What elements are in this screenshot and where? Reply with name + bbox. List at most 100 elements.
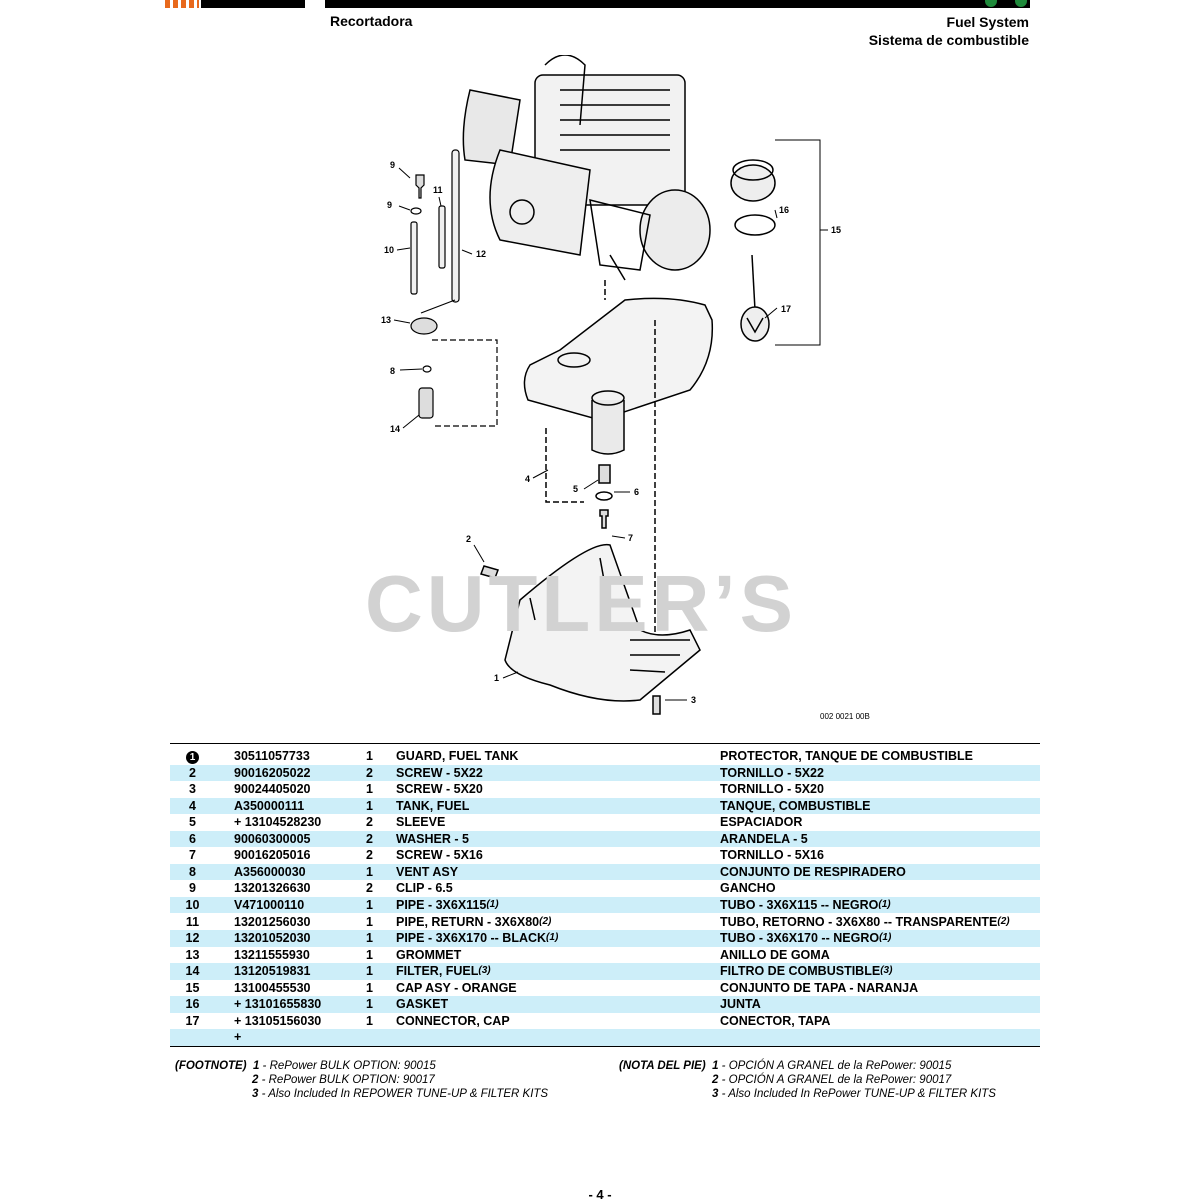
part-number: 13100455530 — [234, 980, 311, 995]
part-number: + 13101655830 — [234, 997, 322, 1012]
quantity: 1 — [366, 782, 373, 797]
ref-number: 15 — [185, 980, 200, 995]
description-en: GROMMET — [396, 947, 462, 962]
callout-3: 3 — [691, 695, 696, 705]
description-es: TUBO - 3X6X170 -- NEGRO(1) — [720, 931, 892, 946]
footnote-ref: (1) — [546, 932, 559, 944]
description-es: ANILLO DE GOMA — [720, 947, 830, 962]
footnote-ref: (3) — [880, 965, 893, 977]
description-en: FILTER, FUEL(3) — [396, 964, 491, 979]
ref-number: 13 — [185, 947, 200, 962]
description-en: PIPE - 3X6X115(1) — [396, 897, 499, 912]
description-en: TANK, FUEL — [396, 798, 470, 813]
logo-wordmark — [201, 0, 305, 8]
quantity: 2 — [366, 765, 373, 780]
part-number: A356000030 — [234, 864, 306, 879]
ref-number: 12 — [185, 931, 200, 946]
footnote-es-label: (NOTA DEL PIE) — [619, 1060, 706, 1072]
description-es: TANQUE, COMBUSTIBLE — [720, 798, 871, 813]
footnote-en: (FOOTNOTE) 1 - RePower BULK OPTION: 9001… — [175, 1060, 549, 1100]
fuel-tank-illustration — [523, 280, 714, 640]
leader-lines — [393, 167, 828, 701]
footnote-en-label: (FOOTNOTE) — [175, 1060, 247, 1072]
part-number: 13211555930 — [234, 947, 310, 962]
quantity: 1 — [366, 897, 373, 912]
description-en: GASKET — [396, 997, 449, 1012]
description-es: PROTECTOR, TANQUE DE COMBUSTIBLE — [720, 749, 974, 763]
description-es: CONJUNTO DE RESPIRADERO — [720, 864, 906, 879]
callout-6: 6 — [634, 487, 639, 497]
part-number: V471000110 — [234, 897, 305, 912]
callout-7: 7 — [628, 533, 633, 543]
footnote-ref: (2) — [997, 915, 1010, 927]
footnote-ref: (1) — [879, 932, 892, 944]
ref-number: 16 — [185, 997, 200, 1012]
quantity: 1 — [366, 964, 373, 979]
logo-stripes-icon — [165, 0, 199, 8]
page-number: - 4 - — [588, 1187, 612, 1202]
ref-number: 4 — [189, 798, 196, 813]
table-row: + — [170, 1029, 1040, 1046]
callout-10: 10 — [384, 245, 394, 255]
ref-number: 11 — [185, 914, 200, 929]
part-number: A350000111 — [234, 798, 305, 813]
description-es: TUBO, RETORNO - 3X6X80 -- TRANSPARENTE(2… — [720, 914, 1010, 929]
callout-15: 15 — [831, 225, 841, 235]
callout-2: 2 — [466, 534, 471, 544]
description-en: SCREW - 5X22 — [396, 765, 483, 780]
ref-number: 7 — [189, 848, 196, 863]
part-number: 90016205022 — [234, 765, 311, 780]
description-es: CONJUNTO DE TAPA - NARANJA — [720, 980, 919, 995]
description-es: ARANDELA - 5 — [720, 831, 808, 846]
brand-logo — [165, 0, 305, 8]
callout-17: 17 — [781, 304, 791, 314]
ref-number: 6 — [189, 831, 196, 846]
part-number: 13201326630 — [234, 881, 311, 896]
description-en: CONNECTOR, CAP — [396, 1013, 510, 1028]
description-es: ESPACIADOR — [720, 815, 803, 830]
corner-dot-icon — [985, 0, 997, 7]
callout-9b: 8 — [390, 366, 395, 376]
page-title-left: Recortadora — [330, 13, 413, 29]
description-en: SCREW - 5X16 — [396, 848, 483, 863]
description-en: PIPE - 3X6X170 -- BLACK(1) — [396, 931, 559, 946]
ref-number: 1 — [170, 749, 215, 764]
ref-number: 5 — [189, 815, 196, 830]
quantity: 1 — [366, 931, 373, 946]
footnote-ref: (3) — [478, 965, 491, 977]
diagram-code: 002 0021 00B — [820, 712, 870, 721]
footnote-ref: (1) — [486, 898, 499, 910]
description-en: CAP ASY - ORANGE — [396, 980, 517, 995]
description-es: FILTRO DE COMBUSTIBLE(3) — [720, 964, 893, 979]
quantity: 1 — [366, 749, 373, 763]
parts-table-top-rule — [170, 743, 1040, 744]
part-number: 90024405020 — [234, 782, 311, 797]
ref-circle-icon: 1 — [186, 751, 199, 764]
description-es: JUNTA — [720, 997, 761, 1012]
quantity: 2 — [366, 881, 373, 896]
callout-4: 4 — [525, 474, 530, 484]
quantity: 2 — [366, 831, 373, 846]
ref-number: 9 — [189, 881, 196, 896]
callout-11: 11 — [433, 185, 443, 195]
callout-1: 1 — [494, 673, 499, 683]
description-es: TORNILLO - 5X16 — [720, 848, 824, 863]
callout-5: 5 — [573, 484, 578, 494]
footnote-ref: (1) — [878, 898, 891, 910]
exploded-parts-diagram: 9 9 10 11 12 13 8 14 4 5 6 7 2 1 3 16 15… — [381, 55, 841, 715]
page-title-right: Fuel System Sistema de combustible — [869, 13, 1029, 49]
description-en: SLEEVE — [396, 815, 446, 830]
fuel-line-parts — [410, 149, 498, 427]
callout-labels: 9 9 10 11 12 13 8 14 4 5 6 7 2 1 3 16 15… — [381, 160, 841, 705]
